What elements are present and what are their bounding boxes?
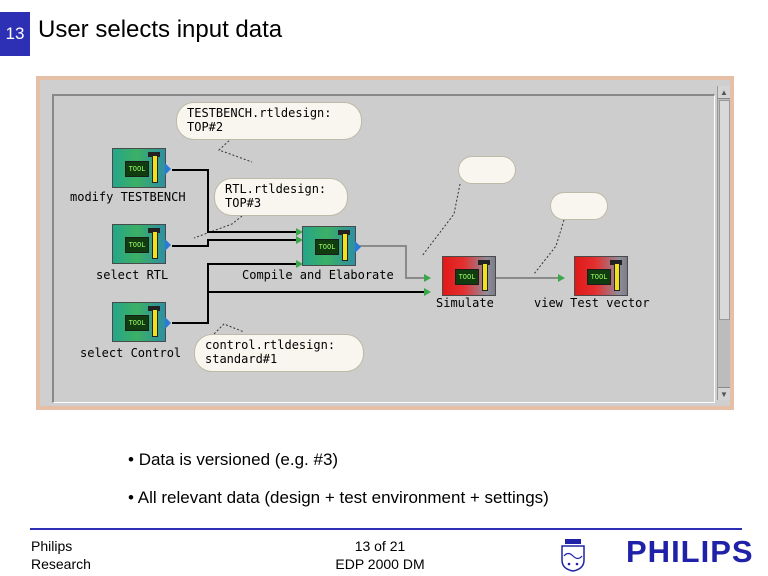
hammer-head-icon: [478, 260, 490, 265]
flow-canvas[interactable]: TOOL modify TESTBENCH TOOL select RTL TO…: [52, 94, 715, 403]
tool-icon-simulate[interactable]: TOOL: [442, 256, 496, 296]
tool-icon-compile-elaborate[interactable]: TOOL: [302, 226, 361, 266]
version-bubble-control: control.rtldesign: standard#1: [194, 334, 364, 372]
footer-organization: Philips Research: [31, 537, 91, 573]
slide-title: User selects input data: [38, 16, 283, 43]
bubble-tail-view: [533, 219, 565, 275]
output-port-icon: [165, 317, 171, 329]
tool-label-simulate: Simulate: [436, 296, 494, 310]
tool-label-view-test-vector: view Test vector: [534, 296, 650, 310]
wire-compile-simulate: [352, 245, 424, 279]
version-bubble-rtl: RTL.rtldesign: TOP#3: [214, 178, 348, 216]
wire-rtl-compile: [172, 239, 296, 247]
wire-modify-compile: [172, 169, 296, 233]
flow-connections: [172, 137, 565, 349]
arrow-view-in: [558, 274, 565, 282]
philips-logo: PHILIPS: [626, 534, 754, 569]
tool-window: TOOL modify TESTBENCH TOOL select RTL TO…: [40, 80, 730, 406]
arrow-compile-in-1: [296, 228, 303, 236]
hammer-handle-icon: [152, 231, 158, 259]
arrow-compile-in-2: [296, 236, 303, 244]
hammer-handle-icon: [614, 263, 620, 291]
tool-screen: TOOL: [587, 269, 611, 285]
tool-icon-select-rtl[interactable]: TOOL: [112, 224, 171, 264]
bubble-tail-rtl: [193, 215, 243, 239]
tool-screen: TOOL: [125, 161, 149, 177]
bullet-item: • Data is versioned (e.g. #3): [128, 450, 339, 469]
tool-icon-select-control[interactable]: TOOL: [112, 302, 171, 342]
bullet-item: • All relevant data (design + test envir…: [128, 488, 549, 507]
hammer-handle-icon: [152, 309, 158, 337]
hammer-handle-icon: [482, 263, 488, 291]
hammer-head-icon: [148, 306, 160, 311]
footer-org-line2: Research: [31, 556, 91, 572]
empty-bubble-simulate: [458, 156, 516, 184]
hammer-head-icon: [338, 230, 350, 235]
tool-label-select-control: select Control: [80, 346, 182, 360]
scroll-down-icon[interactable]: ▼: [718, 387, 730, 400]
scrollbar-thumb[interactable]: [719, 100, 730, 320]
arrow-simulate-in-1: [424, 274, 431, 282]
vertical-scrollbar[interactable]: ▲ ▼: [717, 86, 730, 400]
output-port-icon: [165, 163, 171, 175]
bullet-text: Data is versioned (e.g. #3): [138, 450, 339, 469]
empty-bubble-view: [550, 192, 608, 220]
philips-shield-icon: [561, 539, 585, 572]
scroll-up-icon[interactable]: ▲: [718, 86, 730, 99]
bullet-text: All relevant data (design + test environ…: [137, 488, 549, 507]
tool-icon-view-test-vector[interactable]: TOOL: [574, 256, 628, 296]
tool-label-modify-testbench: modify TESTBENCH: [70, 190, 186, 204]
hammer-handle-icon: [342, 233, 348, 261]
bubble-tail-testbench: [218, 137, 253, 163]
footer-org-line1: Philips: [31, 538, 73, 554]
output-port-icon: [355, 241, 361, 253]
slide-number: 13: [5, 24, 25, 43]
tool-screen: TOOL: [125, 315, 149, 331]
hammer-head-icon: [610, 260, 622, 265]
tool-screen: TOOL: [125, 237, 149, 253]
tool-screen: TOOL: [455, 269, 479, 285]
slide-number-badge: 13: [0, 12, 30, 56]
hammer-handle-icon: [152, 155, 158, 183]
tool-label-compile-elaborate: Compile and Elaborate: [242, 268, 394, 282]
bubble-tail-sim: [421, 183, 461, 257]
footer-page-number: 13 of 21: [354, 538, 406, 554]
arrow-simulate-in-2: [424, 288, 431, 296]
hammer-head-icon: [148, 228, 160, 233]
arrow-compile-in-3: [296, 260, 303, 268]
footer-divider: [30, 528, 742, 530]
footer-document: EDP 2000 DM: [335, 556, 425, 572]
footer-page-info: 13 of 21 EDP 2000 DM: [305, 537, 455, 573]
hammer-head-icon: [148, 152, 160, 157]
bubble-tail-control: [199, 323, 245, 349]
version-bubble-testbench: TESTBENCH.rtldesign: TOP#2: [176, 102, 362, 140]
tool-label-select-rtl: select RTL: [96, 268, 169, 282]
wire-control-compile: [172, 263, 296, 324]
output-port-icon: [165, 239, 171, 251]
tool-icon-modify-testbench[interactable]: TOOL: [112, 148, 171, 188]
tool-screen: TOOL: [315, 239, 339, 255]
tool-window-frame: TOOL modify TESTBENCH TOOL select RTL TO…: [36, 76, 734, 410]
